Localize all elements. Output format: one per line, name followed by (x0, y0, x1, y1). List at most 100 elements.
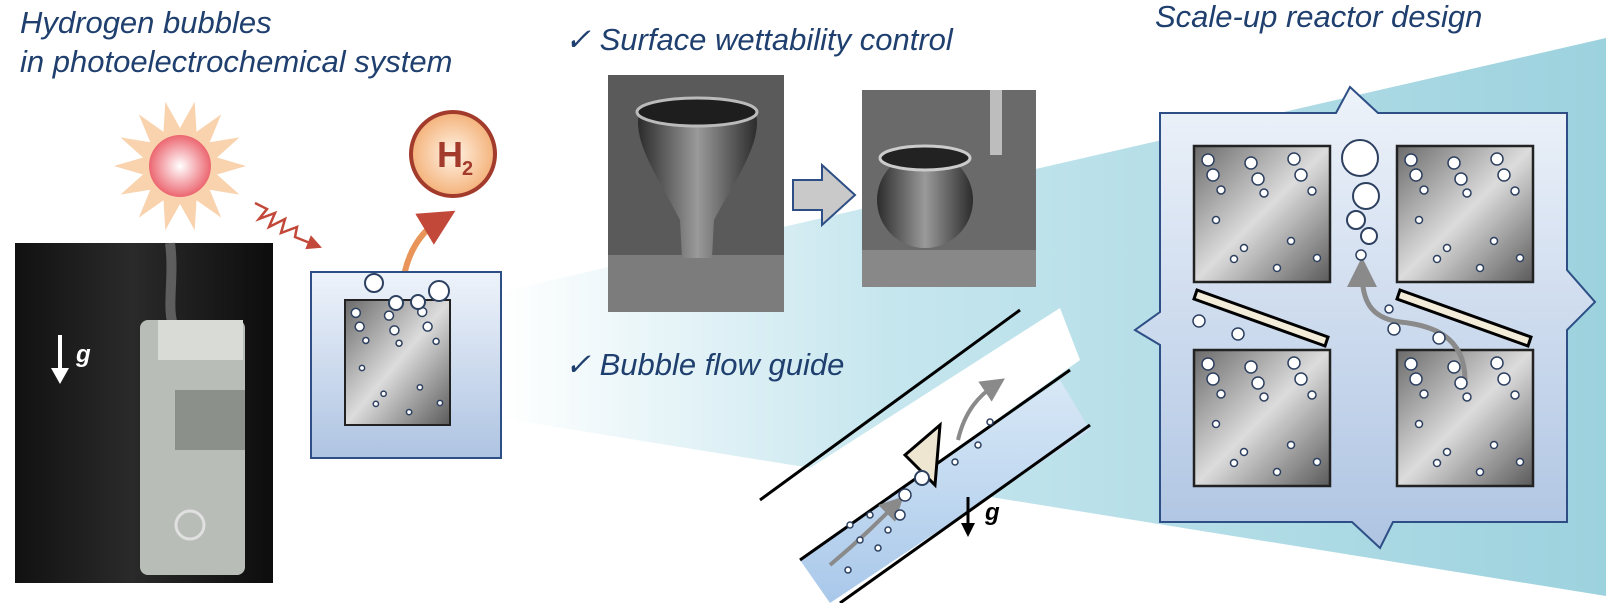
bubble (405, 408, 413, 416)
bubble (1352, 182, 1380, 210)
wettability-photo-after (862, 90, 1036, 287)
gravity-label-channel: g (984, 499, 1000, 526)
transition-arrow (792, 162, 857, 228)
bubble (354, 321, 365, 332)
bubble (1404, 357, 1418, 371)
bubble (1206, 372, 1220, 386)
title-line-2: in photoelectrochemical system (20, 44, 452, 79)
bubble (350, 307, 362, 319)
bubble (436, 399, 444, 407)
scale-up-heading: Scale-up reactor design (1155, 0, 1482, 34)
bubble (951, 458, 959, 466)
bubble (364, 273, 384, 293)
bubble (1442, 243, 1452, 253)
bubble (1462, 392, 1472, 402)
bubble (372, 400, 380, 408)
bubble (844, 566, 852, 574)
bubble (1312, 457, 1322, 467)
reactor-electrode (1395, 144, 1535, 284)
bubble (1239, 243, 1249, 253)
scale-up-reactor (1133, 85, 1597, 550)
bubble (1346, 210, 1366, 230)
svg-text:2: 2 (462, 158, 473, 180)
bubble (1510, 186, 1520, 196)
bubble (1251, 172, 1265, 186)
reactor-electrode (1192, 144, 1332, 284)
bubble (1287, 356, 1301, 370)
bubble (1409, 372, 1423, 386)
bubble (1490, 152, 1504, 166)
bubble (1201, 153, 1215, 167)
bubble (1201, 357, 1215, 371)
bubble (884, 526, 892, 534)
bubble (1259, 392, 1269, 402)
bubble (1432, 458, 1442, 468)
wettability-photo-before (608, 75, 784, 312)
bubble (1272, 467, 1282, 477)
bubble (894, 509, 906, 521)
bubble (1259, 188, 1269, 198)
bubble (1294, 168, 1308, 182)
bubble (1442, 447, 1452, 457)
h2-molecule-icon: H 2 (409, 110, 497, 198)
bubble (1355, 249, 1367, 261)
bubble (1272, 263, 1282, 273)
bubble (1229, 254, 1239, 264)
bubble (1419, 185, 1429, 195)
bubble (1239, 447, 1249, 457)
bubble (358, 364, 366, 372)
bubble (428, 280, 450, 302)
bubble (1419, 389, 1429, 399)
light-wave-arrow (254, 201, 322, 250)
bubble (1462, 188, 1472, 198)
bubble (432, 337, 440, 346)
bubble (416, 383, 424, 391)
bubble (1244, 360, 1258, 374)
bubble (388, 295, 404, 311)
bubble (874, 544, 882, 552)
bubble (1312, 253, 1322, 263)
bubble (1387, 322, 1401, 336)
wettability-heading: ✓ Surface wettability control (565, 22, 954, 57)
bubble (1384, 304, 1394, 314)
bubble (410, 294, 426, 310)
bubble (1294, 372, 1308, 386)
bubble (1414, 215, 1424, 225)
title-line-1: Hydrogen bubbles (20, 5, 272, 40)
bubble (1231, 327, 1245, 341)
bubble (1341, 139, 1379, 177)
bubble (1229, 458, 1239, 468)
bubble (422, 321, 433, 332)
bubble (986, 418, 994, 426)
flow-guide-heading: ✓ Bubble flow guide (565, 347, 844, 382)
bubble (1286, 440, 1296, 450)
bubble (1515, 457, 1525, 467)
bubble (1432, 331, 1446, 345)
bubble (380, 390, 387, 398)
reactor-electrode (1192, 348, 1332, 488)
bubble (1489, 440, 1499, 450)
bubble (1490, 356, 1504, 370)
bubble (383, 310, 395, 321)
bubble (1475, 263, 1485, 273)
bubble (1497, 168, 1511, 182)
bubble (362, 336, 370, 345)
bubble (1286, 236, 1296, 246)
bubble (1409, 168, 1423, 182)
bubble (866, 511, 874, 519)
bubble (389, 325, 400, 336)
bubble (1454, 376, 1468, 390)
bubble (1206, 168, 1220, 182)
bubble (1447, 360, 1461, 374)
bubble (1515, 253, 1525, 263)
bubble (1216, 185, 1226, 195)
bubble (1447, 156, 1461, 170)
bubble (898, 488, 912, 502)
bubble (1192, 314, 1206, 328)
bubble (1251, 376, 1265, 390)
electrode-photo: g (15, 242, 273, 583)
bubble (1497, 372, 1511, 386)
bubble (1489, 236, 1499, 246)
bubble (1211, 215, 1221, 225)
